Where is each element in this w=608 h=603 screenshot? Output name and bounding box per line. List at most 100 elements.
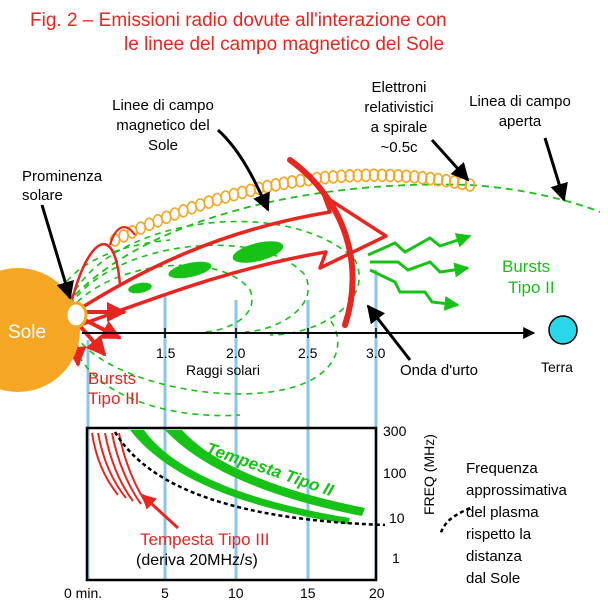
prominence-label: Prominenza solare bbox=[22, 168, 103, 204]
svg-text:Elettroni: Elettroni bbox=[371, 79, 426, 96]
shock-label: Onda d'urto bbox=[400, 362, 478, 379]
earth-disk bbox=[548, 315, 578, 345]
electron-coil bbox=[186, 201, 198, 215]
svg-text:Tipo II: Tipo II bbox=[508, 278, 555, 297]
electron-coil bbox=[144, 217, 155, 232]
svg-text:dal Sole: dal Sole bbox=[466, 570, 520, 587]
electron-coil bbox=[169, 207, 181, 221]
type2-arrow-3 bbox=[369, 268, 460, 311]
radius-axis-label: Raggi solari bbox=[186, 362, 260, 378]
field-loop-lower-2 bbox=[71, 334, 241, 417]
svg-text:Linee di campo: Linee di campo bbox=[112, 97, 214, 114]
electron-coil bbox=[261, 179, 273, 194]
type3-arrow-3 bbox=[78, 324, 107, 357]
electron-coil bbox=[400, 169, 412, 184]
type3-arrow-2 bbox=[84, 318, 122, 340]
radius-tick-3.0: 3.0 bbox=[366, 345, 386, 361]
electron-coil bbox=[161, 210, 172, 225]
electron-coil bbox=[152, 214, 164, 228]
spectrum-box bbox=[85, 426, 378, 582]
freq-tick-1: 1 bbox=[392, 550, 400, 566]
time-tick-20: 20 bbox=[369, 585, 385, 601]
svg-text:relativistici: relativistici bbox=[364, 99, 433, 116]
svg-text:Sole: Sole bbox=[148, 137, 178, 154]
prominence-pointer bbox=[40, 204, 74, 300]
electron-coil bbox=[376, 168, 388, 183]
type2-arrow-2 bbox=[370, 260, 470, 278]
electron-coil bbox=[432, 172, 444, 187]
field-lines-label: Linee di campo magnetico del Sole bbox=[112, 97, 214, 154]
plasma-blob-2 bbox=[168, 261, 212, 279]
type3-streaks bbox=[91, 432, 150, 508]
freq-tick-300: 300 bbox=[383, 423, 407, 439]
type2-bands bbox=[130, 430, 365, 524]
open-line-pointer bbox=[543, 137, 568, 202]
prominence-top bbox=[108, 226, 136, 246]
electron-coil bbox=[135, 221, 146, 235]
time-tick-labels: 0 min. 5 10 15 20 bbox=[64, 585, 385, 601]
sun-label: Sole bbox=[8, 322, 46, 343]
earth-label: Terra bbox=[541, 359, 573, 375]
radius-tick-2.0: 2.0 bbox=[226, 345, 246, 361]
field-loop-lower bbox=[69, 319, 339, 395]
plasma-blob-1 bbox=[128, 282, 152, 294]
radius-tick-labels: 1.5 2.0 2.5 3.0 bbox=[156, 345, 386, 361]
electron-coil bbox=[392, 169, 404, 183]
electron-spiral bbox=[109, 168, 476, 247]
type2-band-1 bbox=[130, 430, 350, 524]
electron-coil bbox=[416, 170, 428, 185]
plasma-frequency-pointer bbox=[438, 506, 471, 536]
svg-text:Prominenza: Prominenza bbox=[22, 168, 103, 185]
plasma-blobs bbox=[128, 241, 284, 294]
prominence-base bbox=[64, 301, 88, 329]
svg-text:Bursts: Bursts bbox=[502, 257, 550, 276]
electron-coil bbox=[211, 192, 223, 207]
svg-text:~0.5c: ~0.5c bbox=[380, 139, 418, 156]
electrons-label: Elettroni relativistici a spirale ~0.5c bbox=[364, 79, 433, 156]
svg-text:Bursts: Bursts bbox=[88, 369, 136, 388]
svg-text:distanza: distanza bbox=[466, 548, 523, 565]
shock-wave-arc bbox=[287, 157, 356, 328]
electron-coil bbox=[360, 168, 372, 183]
freq-axis-label: FREQ (MHz) bbox=[421, 434, 437, 515]
svg-text:magnetico del: magnetico del bbox=[116, 117, 209, 134]
svg-text:approssimativa: approssimativa bbox=[466, 482, 568, 499]
electron-coil bbox=[344, 169, 355, 183]
time-tick-5: 5 bbox=[161, 585, 169, 601]
electron-coil bbox=[236, 185, 248, 200]
plasma-blob-3 bbox=[232, 241, 284, 263]
electron-coil bbox=[220, 190, 231, 204]
title-line-2: le linee del campo magnetico del Sole bbox=[124, 34, 444, 55]
svg-text:Linea di campo: Linea di campo bbox=[469, 93, 571, 110]
time-tick-10: 10 bbox=[228, 585, 244, 601]
freq-tick-100: 100 bbox=[383, 465, 407, 481]
electrons-pointer bbox=[430, 138, 470, 182]
electron-coil bbox=[194, 198, 206, 212]
type2-arrow-1 bbox=[367, 233, 472, 257]
svg-text:solare: solare bbox=[22, 187, 63, 204]
electron-coil bbox=[178, 204, 189, 218]
electron-coil bbox=[384, 168, 396, 183]
bursts3-label: Bursts Tipo III bbox=[88, 369, 139, 408]
svg-text:Frequenza: Frequenza bbox=[466, 460, 538, 477]
electron-coil bbox=[352, 168, 364, 183]
shock-pointer bbox=[366, 304, 412, 361]
electron-coil bbox=[203, 195, 214, 209]
electron-coil bbox=[464, 178, 476, 192]
freq-tick-labels: 300 100 10 1 bbox=[383, 423, 407, 566]
electron-coil bbox=[408, 170, 420, 184]
electron-coil bbox=[424, 171, 436, 186]
type2-band-2 bbox=[165, 430, 365, 516]
svg-text:Tipo III: Tipo III bbox=[88, 389, 139, 408]
plasma-frequency-label: Frequenza approssimativa del plasma risp… bbox=[466, 460, 568, 587]
freq-tick-10: 10 bbox=[389, 510, 405, 526]
type2-arrows bbox=[367, 233, 472, 311]
svg-text:rispetto la: rispetto la bbox=[466, 526, 532, 543]
electron-coil bbox=[245, 183, 256, 198]
svg-text:del plasma: del plasma bbox=[466, 504, 539, 521]
field-lines-pointer bbox=[216, 128, 270, 212]
electron-coil bbox=[368, 168, 380, 182]
time-tick-0: 0 min. bbox=[64, 585, 102, 601]
